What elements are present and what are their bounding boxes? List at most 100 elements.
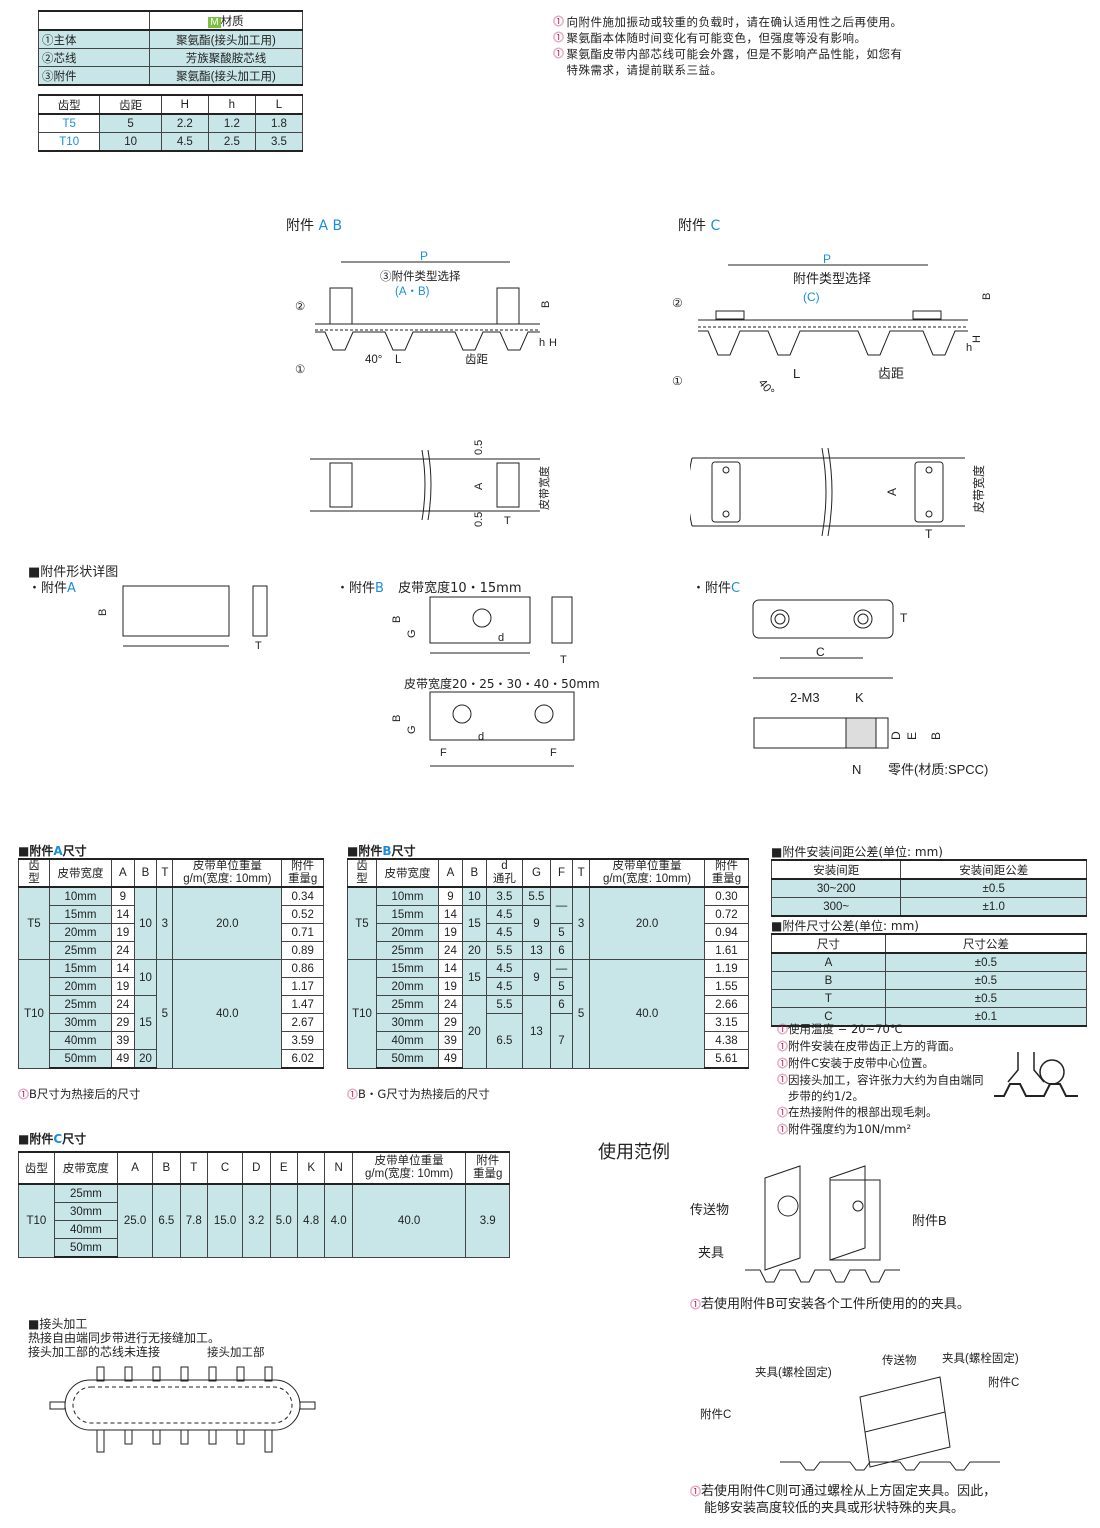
usage-title: 使用范例 <box>598 1142 670 1163</box>
h-label: h <box>966 342 972 354</box>
svg-text:夹具(螺栓固定): 夹具(螺栓固定) <box>755 1365 832 1379</box>
svg-text:F: F <box>550 747 557 759</box>
shape-title: ■附件形状详图 <box>28 565 119 580</box>
attachment-left <box>715 310 745 320</box>
usage-note-2: ⓵若使用附件C则可通过螺栓从上方固定夹具。因此， 能够安装高度较低的夹具或形状特… <box>690 1484 997 1516</box>
svg-text:T: T <box>255 640 262 652</box>
table-c-title: ■附件C尺寸 <box>18 1132 87 1146</box>
svg-text:E: E <box>905 732 919 740</box>
half-bottom-label: 0.5 <box>473 512 485 527</box>
svg-text:G: G <box>406 725 418 734</box>
belt-teeth <box>698 330 968 356</box>
note-icon: ⓵ <box>553 47 565 60</box>
svg-text:d: d <box>478 731 484 743</box>
p-label: P <box>823 252 831 266</box>
svg-text:T: T <box>560 654 567 666</box>
side-notes: ⓵使用温度 − 20~70℃ ⓵附件安装在皮带齿正上方的背面。 ⓵附件C安装于皮… <box>777 1022 984 1136</box>
shape-b-label: ・附件B 皮带宽度10・15mm <box>336 581 522 596</box>
callout-2: ② <box>295 301 305 313</box>
belt-top-view-ab: 0.5 0.5 A T 皮带宽度 <box>310 440 551 527</box>
table-a-note: ⓵B尺寸为热接后的尺寸 <box>18 1087 141 1101</box>
A-label: A <box>885 488 899 496</box>
pitch-label: 齿距 <box>465 353 488 366</box>
svg-text:F: F <box>440 747 447 759</box>
table-b: 齿 型 皮带宽度 A B d 通孔 G F T 皮带单位重量 g/m(宽度: 1… <box>347 858 750 1069</box>
attachment-left <box>329 287 353 325</box>
svg-text:B: B <box>391 616 403 623</box>
select-label-2: (C) <box>803 290 820 304</box>
attachment-right <box>912 310 942 320</box>
shape-c-label: ・附件C <box>692 581 741 596</box>
pitch-label: 齿距 <box>878 366 904 381</box>
conveyed-label: 传送物 <box>690 1202 729 1217</box>
belt-side-view-ab: P ③附件类型选择 (A・B) B h H 40° L 齿距 ② ① <box>295 249 557 376</box>
usage-note-1: ⓵若使用附件B可安装各个工件所使用的的夹具。 <box>690 1297 970 1312</box>
shape-a-label: ・附件A <box>28 581 76 596</box>
joint-label: 接头加工部 <box>207 1345 265 1359</box>
belt-teeth <box>315 331 540 351</box>
table-a-title: ■附件A尺寸 <box>18 844 87 858</box>
attachment-a-front <box>122 585 230 637</box>
select-label-2: (A・B) <box>395 286 430 298</box>
svg-text:B: B <box>929 732 943 740</box>
joint-belt-illustration: 接头加工部 <box>49 1345 316 1453</box>
fixture-label: 夹具 <box>698 1245 724 1260</box>
A-label: A <box>473 482 485 490</box>
attachment-left <box>329 462 353 508</box>
usage-c-illustration: 夹具(螺栓固定) 传送物 夹具(螺栓固定) 附件C 附件C <box>700 1352 1019 1471</box>
table-a: 齿 型 皮带宽度 A B T 皮带单位重量 g/m(宽度: 10mm) 附件 重… <box>18 858 324 1069</box>
dimtol-title: ■附件尺寸公差(单位: mm) <box>771 919 919 933</box>
belt-width-label: 皮带宽度 <box>537 466 551 510</box>
half-top-label: 0.5 <box>473 440 485 455</box>
svg-text:D: D <box>889 731 903 740</box>
T-label: T <box>504 515 511 527</box>
spacing-title: ■附件安装间距公差(单位: mm) <box>771 845 943 859</box>
attach-b-label: 附件B <box>912 1213 947 1228</box>
T-label: T <box>925 527 933 541</box>
table-b-note: ⓵B・G尺寸为热接后的尺寸 <box>347 1087 490 1101</box>
diagram-ab-title: 附件 A B <box>286 218 343 234</box>
joint-teeth <box>49 1366 316 1453</box>
belt-side-view-c: P 附件类型选择 (C) B h H 40° L 齿距 ② ① <box>672 252 993 395</box>
p-label: P <box>420 249 428 263</box>
svg-text:传送物: 传送物 <box>882 1353 917 1367</box>
h-label: h <box>539 337 545 349</box>
H-label: H <box>971 335 983 343</box>
svg-text:T: T <box>900 611 908 625</box>
L-label: L <box>395 354 402 366</box>
material-badge: M <box>208 16 221 28</box>
L-label: L <box>793 366 800 381</box>
note-icon: ⓵ <box>553 31 565 44</box>
attachment-a-side <box>252 585 268 637</box>
attachment-a-drawing: B T <box>98 585 268 652</box>
belt-width-label: 皮带宽度 <box>971 465 986 513</box>
svg-text:d: d <box>498 632 504 644</box>
shape-b-width-2: 皮带宽度20・25・30・40・50mm <box>404 677 600 691</box>
svg-text:K: K <box>855 690 864 705</box>
attachment-c-drawing: C T <box>752 599 908 679</box>
callout-2: ② <box>672 296 683 310</box>
attachment-right <box>914 461 944 523</box>
joint-section: ■接头加工 热接自由端同步带进行无接缝加工。 接头加工部的芯线未连接 <box>28 1317 221 1359</box>
table-c: 齿型 皮带宽度 A B T C D E K N 皮带单位重量 g/m(宽度: 1… <box>18 1151 510 1258</box>
dimtol-table: 尺寸尺寸公差 A±0.5 B±0.5 T±0.5 C±0.1 <box>771 933 1088 1027</box>
select-label: ③附件类型选择 <box>380 269 461 283</box>
angle-label: 40° <box>365 354 382 366</box>
callout-1: ① <box>295 364 305 376</box>
svg-text:附件C: 附件C <box>988 1375 1019 1389</box>
spacing-table: 安装间距安装间距公差 30~200±0.5 300~±1.0 <box>770 859 1087 917</box>
attachment-right <box>496 462 520 508</box>
usage-b-illustration: 传送物 夹具 附件B <box>690 1165 947 1283</box>
note-icon: ⓵ <box>553 15 565 28</box>
attachment-b-drawing-1: B G d T <box>391 596 573 666</box>
attachment-left <box>711 461 741 523</box>
select-label: 附件类型选择 <box>793 271 871 286</box>
diagram-c-title: 附件 C <box>678 218 721 234</box>
attachment-c-section: 2-M3 K D E B N 零件(材质:SPCC) <box>753 690 988 777</box>
H-label: H <box>549 337 557 349</box>
attachment-right <box>496 287 520 325</box>
svg-text:N: N <box>852 762 861 777</box>
callout-1: ① <box>672 374 683 388</box>
table-b-title: ■附件B尺寸 <box>347 844 416 858</box>
